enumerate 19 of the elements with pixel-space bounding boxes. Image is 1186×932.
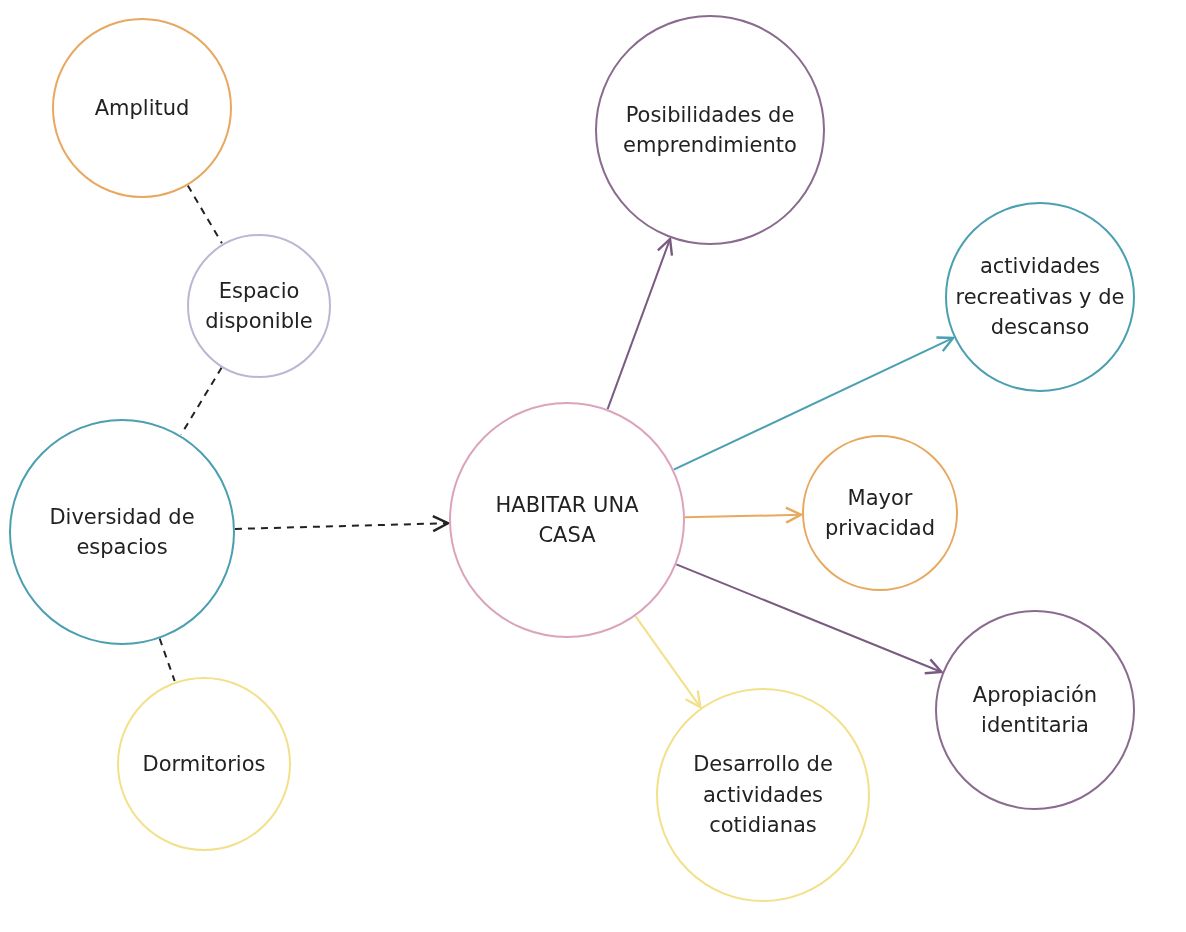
concept-label: Amplitud [94, 94, 190, 122]
concept-label: HABITAR UNA CASA [494, 491, 640, 549]
concept-label: Desarrollo de actividades cotidianas [692, 751, 834, 840]
concept-label: Apropiación identitaria [971, 681, 1099, 739]
concept-label: Espacio disponible [204, 277, 314, 335]
dashed-connector [180, 366, 223, 436]
dashed-connector [186, 184, 223, 245]
arrow [683, 506, 803, 524]
arrow [672, 336, 955, 471]
concept-label: Dormitorios [142, 750, 266, 778]
arrow [675, 563, 943, 675]
arrow [606, 237, 674, 411]
dashed-connector [158, 637, 176, 683]
arrow [233, 514, 450, 533]
arrow [634, 615, 702, 709]
concept-label: Posibilidades de emprendimiento [622, 101, 798, 159]
concept-label: actividades recreativas y de descanso [955, 253, 1125, 342]
concept-label: Diversidad de espacios [48, 503, 196, 561]
concept-label: Mayor privacidad [824, 484, 936, 542]
